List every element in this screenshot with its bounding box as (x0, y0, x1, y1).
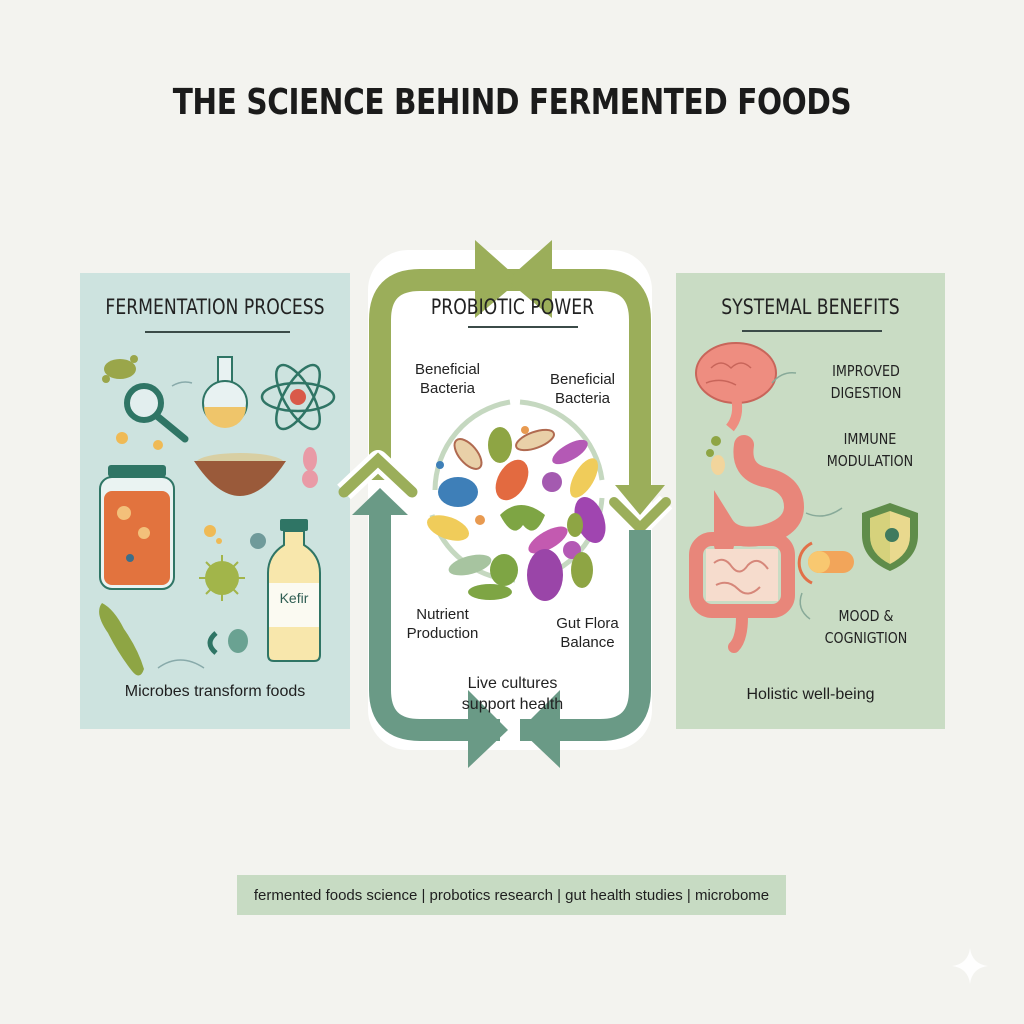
label-line: Beneficial (549, 371, 616, 388)
benefit-illustrations (689, 342, 918, 653)
label-line: Beneficial (414, 361, 481, 378)
bacteria-icon (102, 355, 138, 383)
magnifier-icon (124, 383, 189, 443)
capsule-icon (797, 541, 854, 585)
label-beneficial-bacteria-left: Beneficial Bacteria (405, 360, 490, 398)
systemal-benefits-panel: SYSTEMAL BENEFITS IMPROVED DIGESTION IMM… (676, 273, 945, 729)
microbe-cluster (426, 426, 606, 601)
arrow-left-icon (507, 240, 552, 318)
center-caption: Live cultures support health (440, 673, 585, 715)
bowl-icon (194, 453, 286, 496)
fermentation-process-panel: FERMENTATION PROCESS Kefir Microbes tran… (80, 273, 350, 729)
shield-icon (862, 503, 918, 571)
center-panel-title: PROBIOTIC POWER (430, 295, 595, 319)
label-line: Bacteria (554, 390, 611, 407)
bottom-cycle-arrows (369, 505, 651, 741)
label-line: Production (406, 625, 479, 642)
benefit-line: MOOD & (838, 607, 894, 625)
label-beneficial-bacteria-right: Beneficial Bacteria (540, 370, 625, 408)
tags-text: fermented foods science | probotics rese… (253, 886, 770, 904)
label-line: Balance (560, 634, 615, 651)
footer-tags: fermented foods science | probotics rese… (237, 875, 786, 915)
benefit-line: MODULATION (826, 452, 914, 470)
label-line: Nutrient (416, 606, 469, 623)
brain-icon (695, 342, 777, 432)
arrow-right-icon (475, 240, 520, 318)
benefit-improved-digestion: IMPROVED DIGESTION (815, 360, 917, 404)
label-gut-flora-balance: Gut Flora Balance (545, 614, 630, 652)
kefir-label: Kefir (279, 590, 309, 606)
page-title: THE SCIENCE BEHIND FERMENTED FOODS (172, 82, 852, 123)
benefit-line: COGNIGTION (824, 629, 908, 647)
kefir-bottle-icon (267, 519, 321, 662)
seed-icon (711, 455, 725, 475)
kimchi-jar-icon (99, 465, 175, 590)
panel-caption: Holistic well-being (746, 686, 875, 703)
title-underline (145, 331, 290, 333)
arrow-down-icon (615, 485, 665, 515)
atom-icon (260, 363, 336, 431)
label-line: Gut Flora (556, 615, 619, 632)
arrow-left-icon (520, 690, 560, 768)
microbe-icon (207, 629, 248, 655)
microbe-icon (302, 447, 318, 488)
particle-icon (250, 533, 266, 549)
arrow-up-icon (352, 488, 408, 515)
benefit-line: DIGESTION (830, 384, 902, 402)
title-underline (742, 330, 882, 332)
flask-icon (202, 356, 248, 428)
caption-line: support health (461, 696, 564, 713)
top-cycle-arrows (369, 269, 651, 490)
virus-icon (199, 555, 245, 601)
arrow-right-icon (468, 690, 508, 768)
bacteria-icon (99, 603, 144, 676)
panel-title: FERMENTATION PROCESS (105, 295, 325, 319)
label-nutrient-production: Nutrient Production (395, 605, 490, 643)
caption-line: Live cultures (467, 675, 558, 692)
label-line: Bacteria (419, 380, 476, 397)
fermentation-illustrations (99, 355, 336, 676)
sparkle-icon (952, 948, 988, 984)
benefit-line: IMMUNE (843, 430, 897, 448)
chevron-up-icon (338, 452, 418, 498)
benefit-immune-modulation: IMMUNE MODULATION (819, 428, 921, 472)
benefit-mood-cognition: MOOD & COGNIGTION (815, 605, 917, 649)
panel-caption: Microbes transform foods (124, 683, 306, 700)
intestine-icon (689, 532, 795, 653)
probiotic-cycle-diagram (337, 240, 673, 768)
panel-title: SYSTEMAL BENEFITS (721, 295, 900, 319)
stomach-icon (714, 435, 805, 555)
benefit-line: IMPROVED (832, 362, 900, 380)
